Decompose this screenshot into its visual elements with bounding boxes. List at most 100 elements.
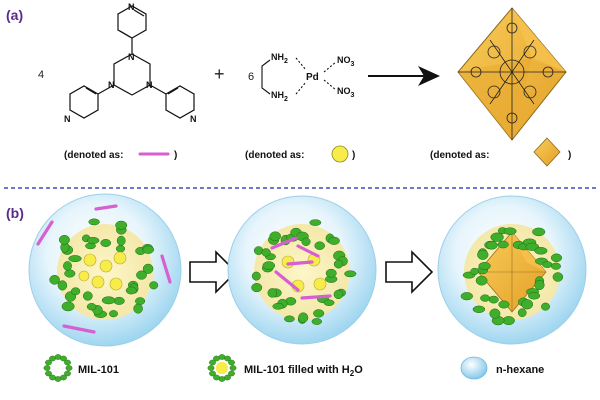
mof-cluster-icon <box>43 354 73 382</box>
atom-n-triazine-1: N <box>128 52 135 62</box>
legend-mil101: MIL-101 <box>43 354 119 382</box>
droplet-stage-2 <box>227 195 377 345</box>
mof-particle <box>460 292 473 301</box>
mof-icon-core <box>51 361 65 375</box>
mof-particle <box>475 275 488 286</box>
mof-particle <box>86 303 97 311</box>
mof-particle <box>323 299 335 306</box>
mof-particle <box>502 316 515 326</box>
legend-hexane: n-hexane <box>460 356 544 380</box>
pd-atom-label: Pd <box>306 72 319 83</box>
process-arrow-1 <box>189 250 238 294</box>
mof-particle <box>298 312 309 323</box>
pd-complex-structure <box>261 57 337 95</box>
mof-particle <box>149 281 159 290</box>
mof-particle <box>142 263 154 274</box>
mof-particle <box>87 237 100 244</box>
mof-particle <box>490 232 504 242</box>
mof-particle <box>70 287 81 296</box>
nh2-bottom-label: NH2 <box>271 90 288 103</box>
caption-pd-complex: (denoted as: ) <box>245 145 355 163</box>
mof-particle <box>314 241 325 250</box>
mof-particle <box>528 292 541 300</box>
mof-particle <box>115 244 126 253</box>
mof-icon-core <box>215 361 229 375</box>
svg-text:): ) <box>174 150 177 161</box>
mof-icon-particle <box>229 365 237 371</box>
process-arrow-2 <box>385 250 434 294</box>
mof-particle <box>552 272 564 282</box>
svg-text:(denoted as:: (denoted as: <box>430 150 489 161</box>
mof-particle <box>551 262 561 270</box>
svg-text:MIL-101 filled with H2O: MIL-101 filled with H2O <box>244 364 363 378</box>
mof-particle <box>550 253 563 263</box>
atom-n-triazine-2: N <box>108 80 115 90</box>
mof-particle <box>262 261 276 270</box>
mof-particles <box>49 218 159 318</box>
hexane-droplet-icon <box>460 356 488 380</box>
mof-particle <box>333 259 344 269</box>
mof-particle <box>333 289 344 300</box>
mof-icon-particle <box>64 370 71 377</box>
panel-b-label: (b) <box>6 205 24 221</box>
svg-text:(denoted as:: (denoted as: <box>64 150 123 161</box>
coefficient-pd-complex: 6 <box>248 71 254 83</box>
mof-icon-particle <box>207 365 215 371</box>
mof-particle <box>61 301 75 312</box>
atom-n-pyridine-top: N <box>128 2 135 12</box>
mof-particle <box>82 291 93 301</box>
plus-sign: + <box>214 64 225 84</box>
mof-icon-particle <box>209 359 216 366</box>
mof-icon-particle <box>65 365 73 371</box>
mof-icon-particle <box>228 370 235 377</box>
svg-text:(denoted as:: (denoted as: <box>245 150 304 161</box>
ligands-outside <box>36 204 172 334</box>
mof-particle <box>489 308 501 319</box>
mof-icon-particle <box>64 359 71 366</box>
mof-particle <box>517 308 527 318</box>
coefficient-ligand: 4 <box>38 69 44 81</box>
mof-particle <box>49 274 60 285</box>
ligands-inside <box>270 236 332 300</box>
mof-particle <box>532 227 546 237</box>
mof-particle <box>477 249 489 260</box>
mof-particle <box>498 300 510 309</box>
mof-particle <box>488 295 499 304</box>
mof-particle <box>109 310 118 318</box>
mof-particle <box>325 268 337 278</box>
mof-particle <box>272 302 284 310</box>
mof-particle <box>542 261 553 268</box>
mof-particle <box>534 247 548 255</box>
caption-ligand: (denoted as: ) <box>64 150 177 161</box>
mof-particle <box>88 218 100 226</box>
mof-icon-particle <box>213 374 220 381</box>
mof-particle <box>503 227 517 235</box>
mof-particle <box>267 288 278 298</box>
atom-n-triazine-3: N <box>146 80 153 90</box>
reaction-arrow <box>368 66 440 86</box>
mof-particle <box>284 315 295 323</box>
mof-particle <box>58 234 70 245</box>
mof-icon-particle <box>49 374 56 381</box>
mof-particle <box>68 255 82 263</box>
gold-octahedron-symbol <box>533 137 561 167</box>
mof-icon-particle <box>45 359 52 366</box>
mof-particle <box>521 299 534 310</box>
mof-particle <box>534 279 545 291</box>
svg-text:MIL-101: MIL-101 <box>78 364 119 376</box>
mof-particle <box>478 262 491 270</box>
mof-icon-particle <box>43 365 51 371</box>
yellow-circle-symbol <box>331 145 349 163</box>
mof-icon-particle <box>209 370 216 377</box>
mof-particle <box>472 305 486 313</box>
mof-particle <box>113 296 125 305</box>
mof-particle <box>311 318 322 325</box>
mof-particle <box>136 270 147 280</box>
mof-particles <box>460 227 564 326</box>
mof-particle <box>480 294 491 302</box>
tpt-ligand-structure <box>69 5 195 119</box>
mof-particle <box>251 283 263 293</box>
mof-particles <box>251 219 357 325</box>
svg-text:n-hexane: n-hexane <box>496 364 544 376</box>
mof-particle <box>309 219 322 226</box>
